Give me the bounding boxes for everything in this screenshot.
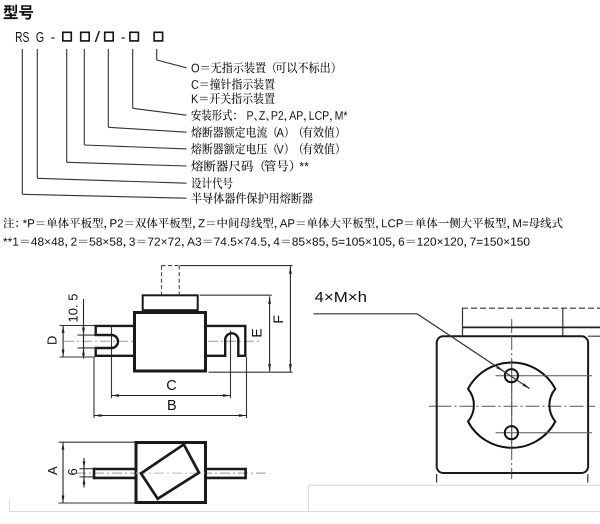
- svg-text:F: F: [270, 315, 286, 324]
- svg-text:D: D: [45, 336, 60, 345]
- svg-text:-: -: [121, 29, 126, 45]
- svg-text:4×M×h: 4×M×h: [315, 290, 368, 306]
- svg-text:B: B: [167, 398, 177, 414]
- svg-text:E: E: [249, 328, 265, 337]
- svg-text:G: G: [36, 30, 44, 46]
- svg-text:RS: RS: [15, 30, 29, 46]
- svg-text:-: -: [51, 29, 56, 45]
- svg-text:C: C: [166, 378, 176, 394]
- svg-text:/: /: [95, 30, 102, 46]
- svg-text:6: 6: [65, 468, 80, 475]
- svg-text:10. 5: 10. 5: [65, 294, 80, 323]
- svg-text:A: A: [45, 466, 60, 475]
